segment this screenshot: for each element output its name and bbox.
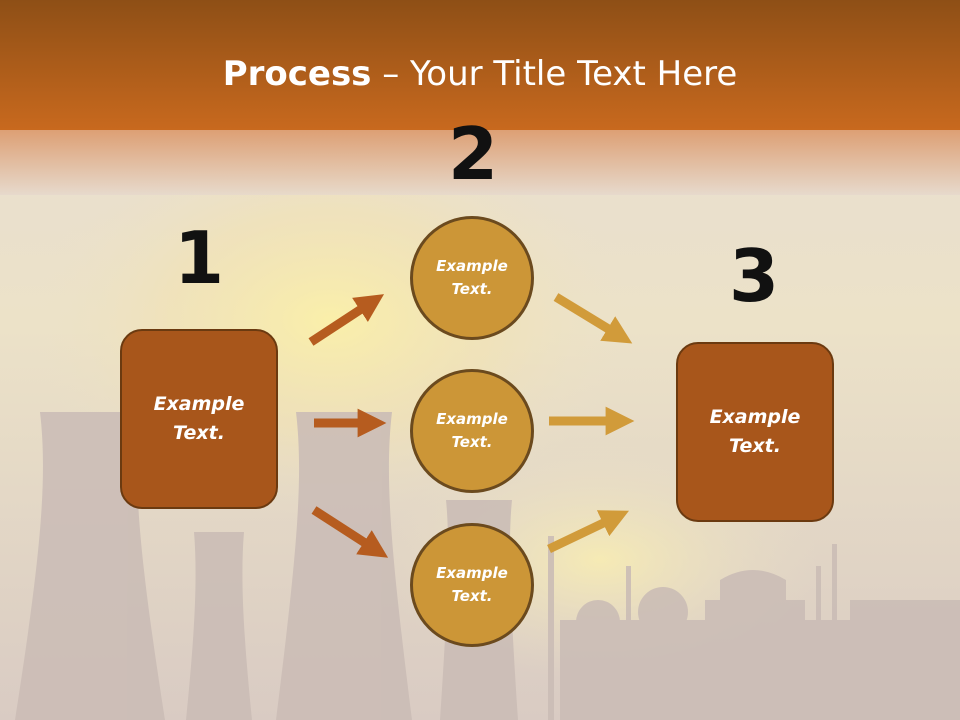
step-2-number: 2 bbox=[447, 112, 499, 196]
arrow-top-to-3 bbox=[553, 293, 633, 344]
step-2-circle-top: Example Text. bbox=[410, 216, 534, 340]
step-1-box: Example Text. bbox=[120, 329, 278, 509]
arrow-1-to-top bbox=[308, 294, 385, 346]
circle-bottom-label: Example Text. bbox=[436, 564, 508, 605]
step-3-box: Example Text. bbox=[676, 342, 834, 522]
step-2-circle-middle: Example Text. bbox=[410, 369, 534, 493]
title-bold: Process bbox=[222, 54, 372, 94]
step-1-number: 1 bbox=[173, 216, 225, 300]
slide-title: Process – Your Title Text Here bbox=[0, 52, 960, 96]
title-rest: – Your Title Text Here bbox=[371, 54, 738, 94]
step-3-label: Example Text. bbox=[709, 406, 801, 457]
step-2-circle-bottom: Example Text. bbox=[410, 523, 534, 647]
step-3-number: 3 bbox=[728, 234, 780, 318]
step-1-label: Example Text. bbox=[153, 393, 245, 444]
arrow-bottom-to-3 bbox=[547, 510, 629, 554]
circle-top-label: Example Text. bbox=[436, 257, 508, 298]
arrow-1-to-bottom bbox=[311, 506, 389, 558]
circle-middle-label: Example Text. bbox=[436, 410, 508, 451]
